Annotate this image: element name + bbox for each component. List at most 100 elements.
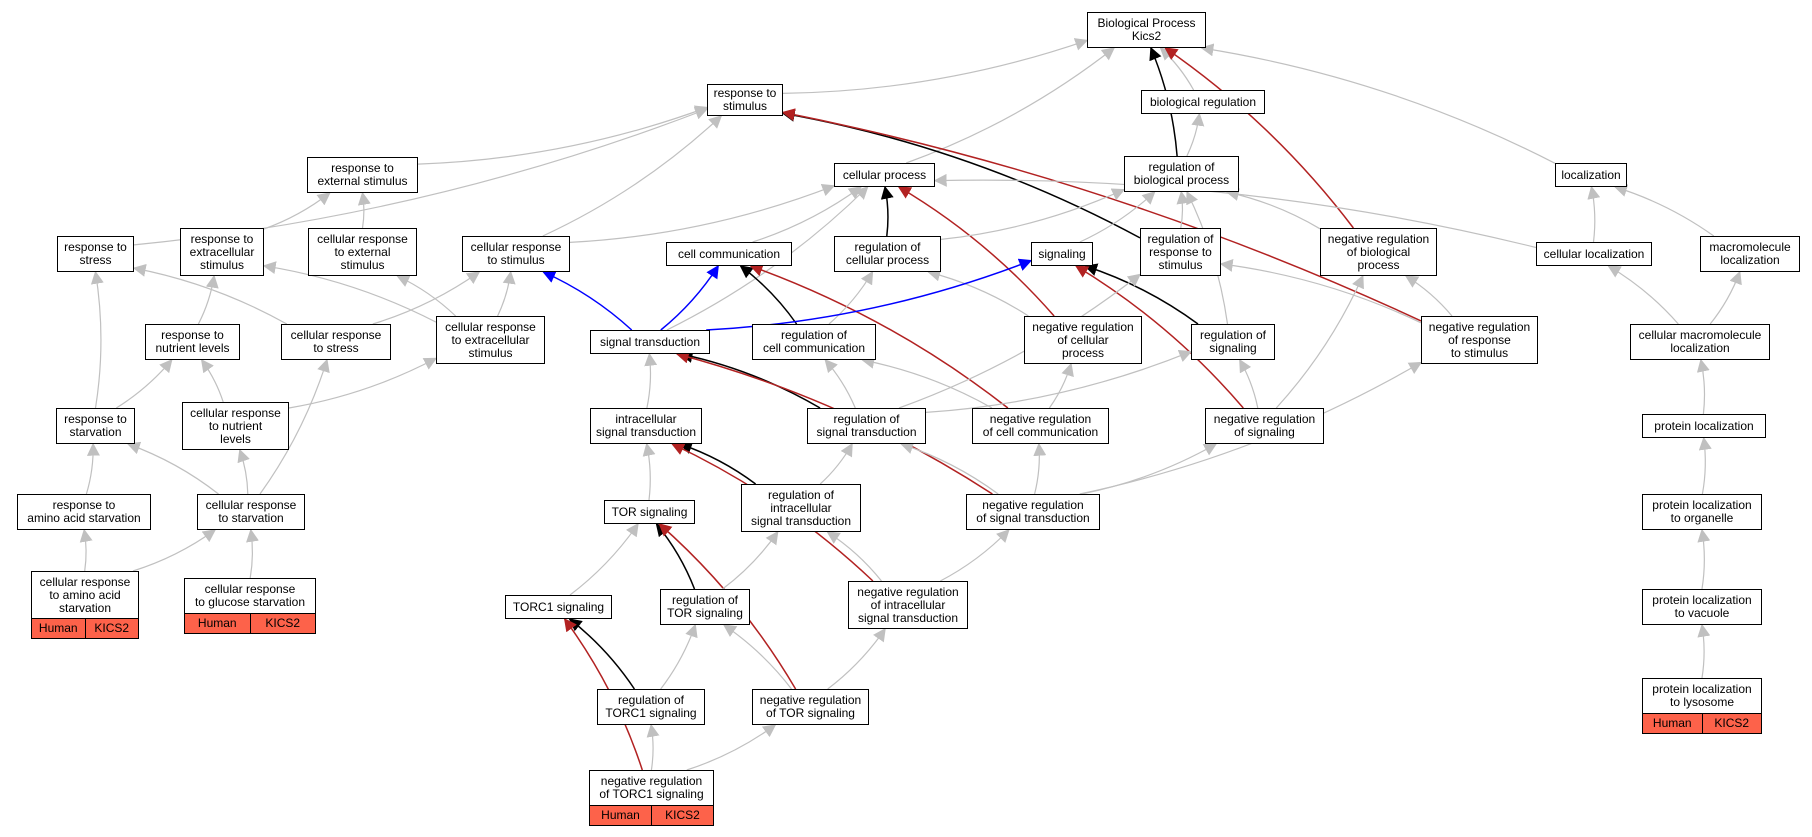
go-term-ist: intracellular signal transduction	[590, 408, 702, 444]
edge-reg-ist-to-ist	[678, 441, 757, 485]
edge-cr-stim-to-cell-proc	[569, 183, 836, 243]
go-term-cr-starv: cellular response to starvation	[197, 494, 305, 530]
gene-tag: KICS2	[651, 806, 713, 825]
edge-cr-aa-to-cr-starv	[132, 529, 217, 572]
edge-reg-torc1-to-torc1	[568, 618, 636, 690]
edge-cml-to-macro-loc	[1709, 270, 1742, 325]
edge-neg-cp-to-reg-cp	[927, 268, 1029, 317]
go-term-cr-extra: cellular response to extracellular stimu…	[436, 316, 545, 364]
go-term-reg-rts: regulation of response to stimulus	[1140, 228, 1221, 276]
edge-neg-sig-to-reg-sig	[1239, 358, 1259, 409]
edge-neg-sig-to-signaling	[1074, 265, 1244, 409]
edge-sig-trans-to-signaling	[706, 258, 1033, 331]
go-term-neg-tor: negative regulation of TOR signaling	[752, 689, 869, 725]
edge-reg-bio-to-biol-reg	[1186, 112, 1205, 157]
edge-neg-cp-to-cell-proc	[897, 186, 1055, 317]
go-term-cr-stim: cellular response to stimulus	[462, 236, 570, 272]
edge-neg-ist-to-neg-st	[940, 529, 1010, 582]
edge-reg-sig-to-signaling	[1084, 263, 1199, 325]
go-term-cell-proc: cellular process	[834, 163, 935, 187]
edge-cr-extra-to-res-extra	[262, 261, 437, 323]
edge-tor-to-ist	[642, 442, 656, 501]
go-term-sig-trans: signal transduction	[590, 330, 710, 354]
go-term-cr-nutr: cellular response to nutrient levels	[182, 402, 289, 450]
edge-reg-rts-to-reg-bio	[1176, 190, 1190, 229]
go-term-rts: response to stimulus	[707, 84, 783, 116]
edge-prot-lys-to-prot-vac	[1697, 623, 1711, 679]
go-term-tor: TOR signaling	[604, 500, 695, 524]
go-term-reg-sig: regulation of signaling	[1191, 324, 1275, 360]
species-tag: Human	[590, 806, 651, 825]
edge-res-aa-to-res-starv	[85, 442, 100, 495]
edge-reg-ist-to-reg-st	[819, 442, 853, 485]
edge-cr-extra-to-cr-ext	[396, 275, 457, 317]
go-term-biol-reg: biological regulation	[1141, 90, 1265, 114]
edge-res-extra-to-res-ext	[263, 192, 331, 230]
go-term-reg-cp: regulation of cellular process	[834, 236, 941, 272]
edge-cr-nutr-to-cr-extra	[288, 357, 438, 409]
edge-cr-aa-to-res-aa	[79, 528, 93, 572]
edge-neg-ist-to-reg-ist	[826, 531, 882, 582]
go-term-signaling: signaling	[1031, 242, 1093, 266]
go-term-reg-torc1: regulation of TORC1 signaling	[597, 689, 705, 725]
go-term-res-stress: response to stress	[57, 236, 134, 272]
edge-neg-torc1-to-reg-torc1	[646, 723, 660, 771]
edge-neg-rts-to-neg-bio	[1404, 275, 1453, 317]
edge-reg-torc1-to-reg-tor	[660, 623, 698, 690]
edge-cr-nutr-to-res-nutr	[200, 358, 224, 403]
edge-res-stress-to-rts	[133, 107, 709, 246]
edge-cr-starv-to-res-starv	[126, 441, 219, 495]
go-term-cr-aa: cellular response to amino acid starvati…	[31, 571, 139, 619]
edge-cr-ext-to-res-ext	[357, 191, 371, 229]
edge-torc1-to-tor	[569, 522, 639, 596]
go-term-neg-sig: negative regulation of signaling	[1205, 408, 1324, 444]
go-term-reg-ist: regulation of intracellular signal trans…	[741, 484, 861, 532]
go-term-reg-cc: regulation of cell communication	[752, 324, 876, 360]
edge-neg-cc-to-reg-cc	[861, 355, 993, 409]
edge-reg-tor-to-reg-ist	[722, 530, 779, 590]
edge-cell-loc-to-loc	[1587, 185, 1601, 243]
edge-reg-st-to-sig-trans	[679, 350, 821, 409]
edge-cr-starv-to-cr-stress	[259, 358, 330, 495]
edge-neg-tor-to-neg-ist	[827, 627, 886, 690]
gene-tag: KICS2	[84, 619, 138, 638]
gene-tag: KICS2	[1701, 714, 1761, 733]
edge-reg-cc-to-cell-comm	[739, 265, 798, 325]
go-term-prot-loc: protein localization	[1642, 414, 1766, 438]
edge-prot-vac-to-prot-org	[1697, 528, 1711, 590]
edge-cell-comm-to-cell-proc	[752, 186, 862, 243]
edge-res-starv-to-res-stress	[90, 270, 104, 409]
edge-sig-trans-to-cr-stim	[542, 270, 633, 331]
edge-signaling-to-reg-bio	[1079, 191, 1156, 243]
edge-cr-stress-to-cr-stim	[372, 271, 481, 325]
go-term-reg-tor: regulation of TOR signaling	[660, 589, 750, 625]
edge-neg-cc-to-neg-cp	[1048, 362, 1074, 409]
edge-reg-cp-to-cell-proc	[880, 185, 894, 237]
go-term-reg-bio: regulation of biological process	[1124, 156, 1239, 192]
edge-neg-torc1-to-neg-tor	[686, 724, 777, 771]
edge-cell-proc-to-bp	[905, 47, 1116, 164]
edge-reg-cc-to-reg-cp	[828, 270, 874, 325]
edge-sig-trans-to-cell-comm	[660, 264, 719, 331]
edge-biol-reg-to-bp	[1159, 47, 1195, 91]
go-term-res-nutr: response to nutrient levels	[145, 324, 240, 360]
species-tag: Human	[185, 614, 250, 633]
edge-neg-st-to-neg-sig	[1081, 443, 1218, 495]
go-term-cr-ext: cellular response to external stimulus	[308, 228, 417, 276]
go-term-neg-cp: negative regulation of cellular process	[1024, 316, 1142, 364]
go-term-torc1: TORC1 signaling	[505, 595, 612, 619]
edge-neg-cc-to-cell-comm	[749, 263, 1009, 409]
edge-neg-sig-to-neg-bio	[1275, 274, 1364, 409]
edge-res-starv-to-res-nutr	[115, 359, 173, 409]
edge-res-nutr-to-res-extra	[197, 274, 219, 325]
edge-neg-st-to-neg-cc	[1033, 442, 1047, 495]
go-term-loc: localization	[1555, 163, 1627, 187]
gene-tag: KICS2	[249, 614, 315, 633]
edge-prot-org-to-prot-loc	[1698, 436, 1712, 495]
edge-res-ext-to-rts	[417, 105, 709, 165]
edge-cml-to-cell-loc	[1607, 265, 1679, 325]
